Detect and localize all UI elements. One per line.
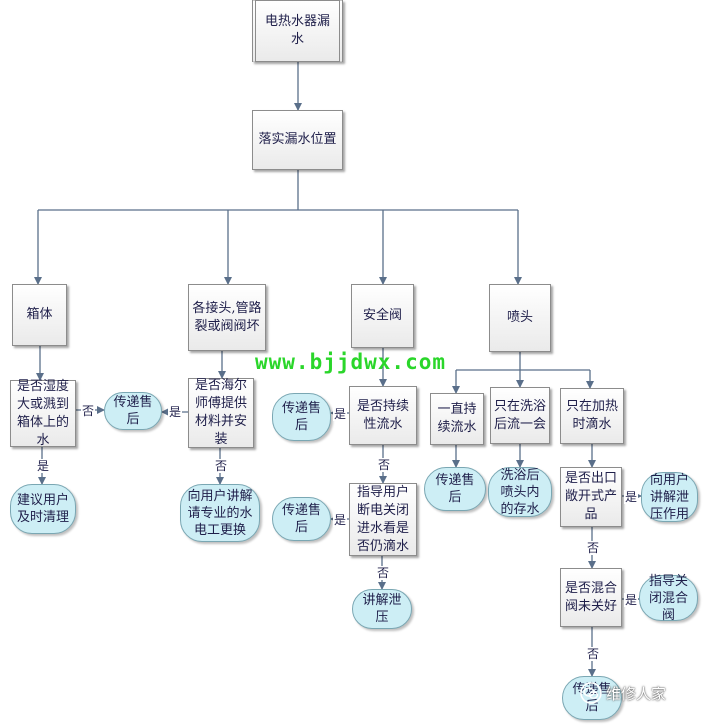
- node-joints: 各接头,管路裂或阀阀坏: [188, 284, 266, 351]
- node-nozzle-mix-valve-answer: 指导关闭混合阀: [639, 574, 698, 623]
- node-nozzle-mix-valve-question: 是否混合阀未关好: [560, 568, 622, 627]
- node-nozzle-pressure-answer: 向用户讲解泄压作用: [641, 472, 698, 522]
- label-tank-yes: 是: [36, 459, 51, 473]
- node-tank-question: 是否湿度大或溅到箱体上的水: [10, 379, 76, 448]
- node-nozzle-continuous: 一直持续流水: [430, 393, 484, 445]
- node-locate: 落实漏水位置: [252, 110, 343, 170]
- label-valve-yes-1: 是: [333, 407, 348, 421]
- label-valve-no-1: 否: [377, 458, 392, 472]
- node-nozzle: 喷头: [489, 284, 551, 352]
- label-valve-yes-2: 是: [333, 513, 348, 527]
- node-root: 电热水器漏水: [252, 0, 343, 62]
- node-joints-question: 是否海尔师傅提供材料并安装: [188, 378, 254, 448]
- node-valve: 安全阀: [351, 284, 414, 348]
- label-nozzle-yes-2: 是: [624, 593, 639, 607]
- node-tank-advice: 建议用户及时清理: [10, 484, 76, 534]
- brand-watermark: 维修人家: [580, 682, 666, 704]
- node-valve-service-2: 传递售后: [272, 497, 331, 541]
- node-tank: 箱体: [12, 284, 67, 346]
- label-joints-no: 否: [214, 459, 229, 473]
- brand-name: 维修人家: [606, 684, 667, 703]
- node-nozzle-continuous-service: 传递售后: [424, 467, 486, 511]
- node-valve-service-1: 传递售后: [272, 393, 331, 441]
- node-tank-service: 传递售后: [104, 392, 162, 430]
- node-nozzle-heating: 只在加热时滴水: [560, 388, 624, 444]
- label-nozzle-no-2: 否: [586, 647, 601, 661]
- node-valve-question-2: 指导用户断电关闭进水看是否仍滴水: [349, 483, 417, 556]
- label-tank-no: 否: [81, 404, 96, 418]
- label-nozzle-yes-1: 是: [624, 490, 639, 504]
- node-joints-advice: 向用户讲解请专业的水电工更换: [180, 484, 260, 542]
- node-valve-explain: 讲解泄压: [352, 589, 412, 629]
- node-nozzle-after-bath-answer: 洗浴后喷头内的存水: [488, 467, 552, 517]
- node-nozzle-after-bath: 只在洗浴后流一会: [490, 387, 550, 444]
- node-nozzle-open-outlet-question: 是否出口敞开式产品: [560, 467, 622, 527]
- watermark-url: www.bjjdwx.com: [255, 350, 447, 374]
- label-valve-no-2: 否: [376, 566, 391, 580]
- wechat-icon: [580, 682, 602, 704]
- label-nozzle-no-1: 否: [586, 541, 601, 555]
- node-valve-question: 是否持续性流水: [349, 386, 417, 445]
- label-joints-yes: 是: [168, 405, 183, 419]
